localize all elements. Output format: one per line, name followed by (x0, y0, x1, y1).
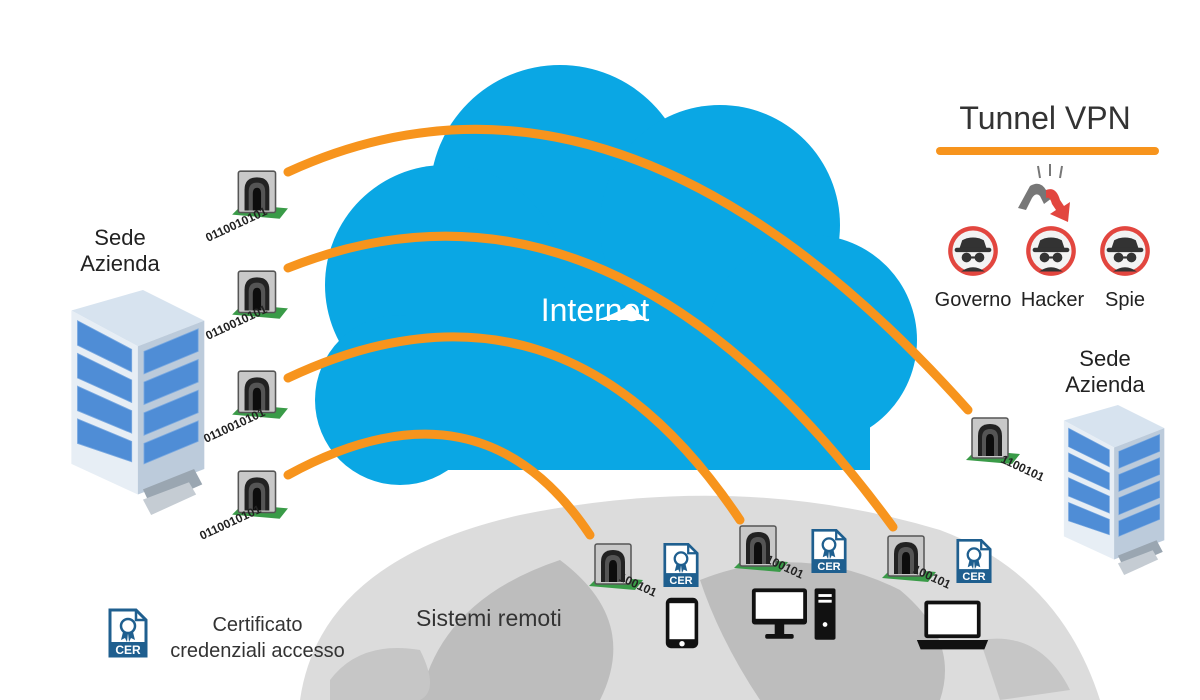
left-site-label: Sede Azienda (60, 225, 180, 277)
remote-systems-label: Sistemi remoti (416, 605, 562, 631)
threat-label-government: Governo (934, 289, 1012, 311)
tunnel-vpn-legend-title: Tunnel VPN (959, 100, 1131, 136)
binary-code-4: 0110010101 (197, 502, 263, 543)
cert-badge-text-1: CER (669, 575, 692, 587)
tunnel-line-1 (283, 124, 973, 415)
right-site-label-line1: Sede (1079, 346, 1131, 371)
vpn-tunnel-lines (283, 124, 973, 540)
binary-code-2: 0110010101 (203, 302, 269, 343)
cert-badge-text-legend: CER (115, 643, 141, 657)
binary-code-1: 0110010101 (203, 204, 269, 245)
hacker-spy-icon (1026, 226, 1076, 276)
left-office-building (70, 290, 205, 515)
left-site-label-line2: Azienda (80, 251, 160, 276)
threat-label-hacker: Hacker (1020, 289, 1085, 311)
certificate-legend-line1: Certificato (212, 614, 303, 636)
tunnel-line-2 (283, 231, 898, 532)
cert-badge-text-2: CER (817, 561, 840, 573)
government-spy-icon (948, 226, 998, 276)
cert-badge-text-3: CER (962, 571, 985, 583)
blocked-arrow-icon (1018, 164, 1070, 222)
smartphone-icon (665, 597, 699, 649)
certificate-legend-label: Certificato credenziali accesso (155, 612, 360, 664)
threat-label-spies: Spie (1104, 289, 1146, 311)
tunnel-line-4 (283, 429, 595, 540)
certificate-legend-line2: credenziali accesso (170, 640, 345, 662)
spies-spy-icon (1100, 226, 1150, 276)
laptop-icon (916, 600, 989, 650)
world-globe-background (300, 495, 1100, 700)
right-office-building (1063, 405, 1165, 575)
right-site-label: Sede Azienda (1045, 346, 1165, 398)
right-site-label-line2: Azienda (1065, 372, 1145, 397)
tunnel-line-3 (283, 332, 745, 525)
internet-label: Internet (540, 292, 650, 328)
left-site-label-line1: Sede (94, 225, 146, 250)
binary-code-right: 1100101 (999, 452, 1047, 484)
binary-code-3: 0110010101 (201, 405, 267, 446)
